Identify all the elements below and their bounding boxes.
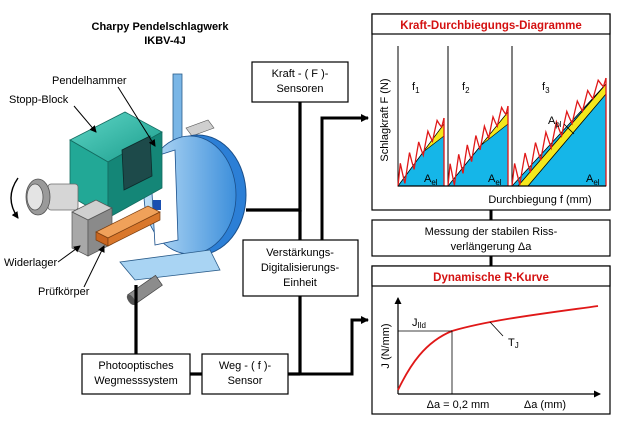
hammer-insert xyxy=(121,135,153,191)
kraft-header: Kraft-Durchbiegungs-Diagramme xyxy=(400,20,581,32)
kraft-subplot-3-apl: Apl xyxy=(548,115,562,129)
label-pruefkoerper: Prüfkörper xyxy=(38,286,90,298)
rotation-arrow xyxy=(10,177,19,219)
axle-housing xyxy=(47,183,79,211)
base-plate xyxy=(119,249,221,281)
kraft-sensoren-line-2: Sensoren xyxy=(276,83,323,95)
arrow-pruefkoerper xyxy=(83,245,105,288)
kraft-subplot-2-curve xyxy=(447,105,509,187)
box-messung: Messung der stabilen Riss- verlängerung … xyxy=(371,219,611,257)
back-anvil-grey xyxy=(185,119,215,137)
title-line-1: Charpy Pendelschlagwerk xyxy=(92,21,230,33)
kraft-subplot-2-ael: Ael xyxy=(488,173,502,187)
photo-sensor-cylinder xyxy=(126,274,163,306)
label-widerlager: Widerlager xyxy=(4,257,58,269)
kraft-subplot-3-label: f3 xyxy=(542,81,550,95)
verstaerkung-line-2: Digitalisierungs- xyxy=(261,262,340,274)
kraft-subplot-2-label: f2 xyxy=(462,81,470,95)
kraft-subplot-3-apl-pointer xyxy=(563,123,575,135)
photo-line-2: Wegmesssystem xyxy=(94,375,178,387)
kraft-subplot-1-label: f1 xyxy=(412,81,420,95)
kraft-subplot-3-ael: Ael xyxy=(586,173,600,187)
box-weg-sensor: Weg - ( f )- Sensor xyxy=(201,353,289,395)
rkurve-ylabel: J (N/mm) xyxy=(380,323,392,368)
line-machine-kraft xyxy=(246,102,302,212)
verstaerkung-line-1: Verstärkungs- xyxy=(266,247,334,259)
kraft-subplot-3-curve xyxy=(511,77,607,187)
rkurve-xmark: Δa = 0,2 mm xyxy=(427,399,490,411)
rkurve-tj-label: TJ xyxy=(508,337,519,350)
photo-line-1: Photooptisches xyxy=(98,360,174,372)
arrow-widerlager xyxy=(57,245,81,263)
kraft-sensoren-line-1: Kraft - ( F )- xyxy=(272,68,329,80)
rkurve-header: Dynamische R-Kurve xyxy=(433,272,549,284)
kraft-subplot-1-ael: Ael xyxy=(424,173,438,187)
messung-line-2: verlängerung Δa xyxy=(451,241,533,253)
label-stopp-block: Stopp-Block xyxy=(9,94,69,106)
rkurve-panel: Dynamische R-Kurve J (N/mm) JIld TJ Δa =… xyxy=(371,265,611,415)
rkurve-tj-pointer xyxy=(489,321,504,337)
box-verstaerkung: Verstärkungs- Digitalisierungs- Einheit xyxy=(242,239,359,297)
kraft-diagram-panel: Kraft-Durchbiegungs-Diagramme Schlagkraf… xyxy=(371,13,611,211)
weg-sensor-line-2: Sensor xyxy=(228,375,263,387)
specimen-side xyxy=(107,211,161,247)
title-line-2: IKBV-4J xyxy=(144,35,186,47)
arrow-stopp-block xyxy=(73,105,97,133)
pendulum-machine xyxy=(10,73,247,306)
rkurve-jild-label: JIld xyxy=(412,317,426,330)
line-to-rkurve xyxy=(300,316,369,376)
rkurve-header-box xyxy=(371,265,611,287)
widerlager-front xyxy=(71,211,89,257)
box-kraft-sensoren: Kraft - ( F )- Sensoren xyxy=(251,61,349,103)
kraft-ylabel: Schlagkraft F (N) xyxy=(379,78,391,161)
axle-cap-inner xyxy=(26,183,44,211)
weg-sensor-line-1: Weg - ( f )- xyxy=(219,360,272,372)
box-photo: Photooptisches Wegmesssystem xyxy=(81,353,191,395)
rkurve-xlabel: Δa (mm) xyxy=(524,399,566,411)
rkurve-curve xyxy=(397,305,599,391)
kraft-subplot-1-curve xyxy=(397,117,445,187)
kraft-header-box xyxy=(371,13,611,35)
arrow-pendelhammer xyxy=(117,86,156,147)
connectors xyxy=(134,102,369,376)
line-to-kraft-diagram xyxy=(320,114,369,240)
verstaerkung-line-3: Einheit xyxy=(283,277,317,289)
sensor-mark xyxy=(153,200,161,210)
kraft-xlabel: Durchbiegung f (mm) xyxy=(488,194,591,206)
label-pendelhammer: Pendelhammer xyxy=(52,75,127,87)
pendulum-shaft xyxy=(172,73,183,143)
messung-line-1: Messung der stabilen Riss- xyxy=(425,226,558,238)
rkurve-frame xyxy=(371,265,611,415)
